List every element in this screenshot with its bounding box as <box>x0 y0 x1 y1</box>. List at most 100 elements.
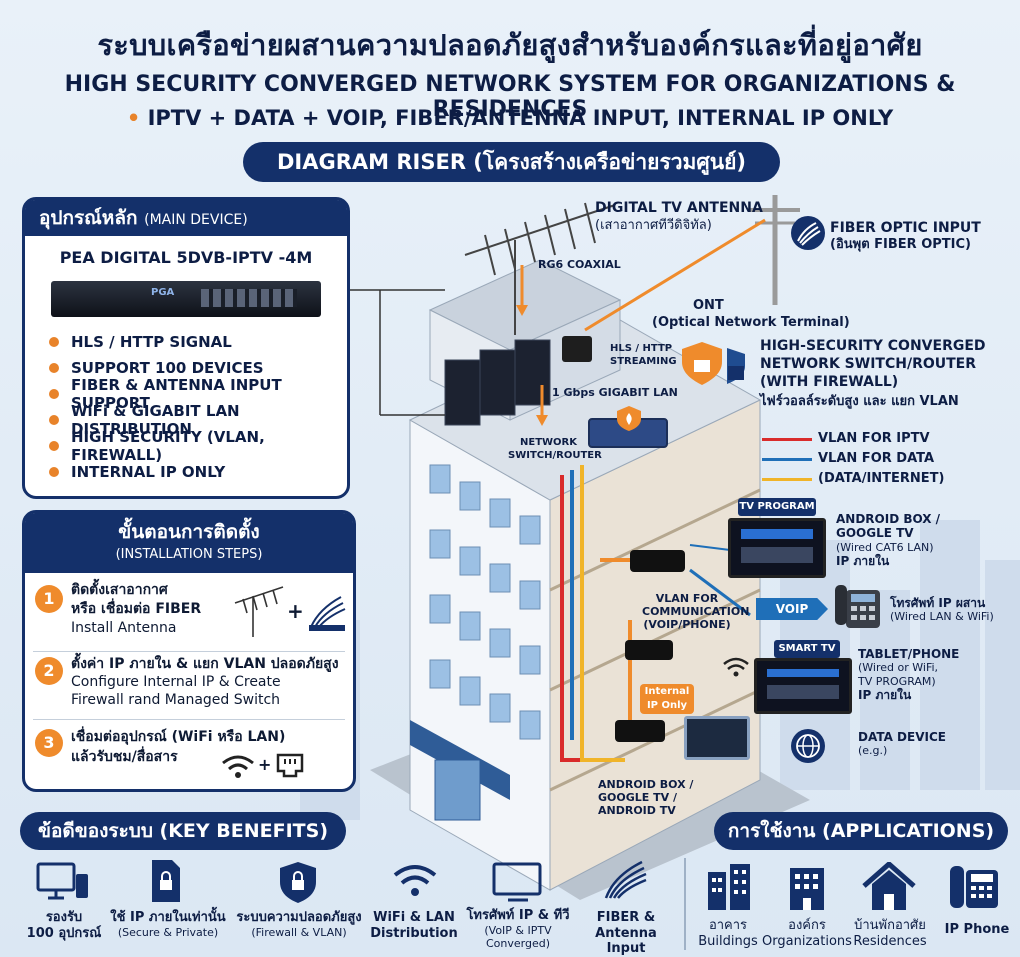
android-box-label: ANDROID BOX / GOOGLE TV (Wired CAT6 LAN)… <box>836 512 940 568</box>
step-divider <box>33 719 345 720</box>
title-english: HIGH SECURITY CONVERGED NETWORK SYSTEM F… <box>64 72 956 122</box>
phone-label: โทรศัพท์ IP ผสาน (Wired LAN & WiFi) <box>890 596 994 624</box>
vlan-comm-line-2: COMMUNICATION <box>642 605 750 619</box>
plus-sign-2: + <box>258 755 272 774</box>
step-1: 1 <box>35 585 63 613</box>
rg6-label: RG6 COAXIAL <box>538 258 621 271</box>
wifi-icon-diagram <box>723 657 749 677</box>
smart-tv-screen <box>754 658 852 714</box>
step-1-text: ติดตั้งเสาอากาศ หรือ เชื่อมต่อ FIBER Ins… <box>71 582 202 636</box>
antenna-label: DIGITAL TV ANTENNA <box>595 200 763 216</box>
internal-ip-line-1: Internal <box>644 686 690 697</box>
security-shield-icon <box>682 342 745 385</box>
fiber-small-icon <box>309 596 346 631</box>
subtitle: • IPTV + DATA + VOIP, FIBER/ANTENNA INPU… <box>0 106 1020 130</box>
smart-tv-badge: SMART TV <box>774 640 840 658</box>
vlan-iptv-swatch <box>762 438 812 441</box>
main-device-heading-th: อุปกรณ์หลัก <box>39 207 138 229</box>
fiber-optic-icon <box>791 216 825 250</box>
tablet-label-2: (Wired or WiFi, <box>858 661 939 675</box>
shield-lock-icon <box>280 862 316 903</box>
vlan-comm-label: VLAN FOR COMMUNICATION (VOIP/PHONE) <box>642 592 750 632</box>
vlan-iptv-label: VLAN FOR IPTV <box>818 431 930 446</box>
main-device-heading: อุปกรณ์หลัก (MAIN DEVICE) <box>25 200 347 236</box>
feature-item: FIBER & ANTENNA INPUT SUPPORT <box>49 376 347 412</box>
ip-phone-app-icon <box>950 866 998 908</box>
settop-box-floor1 <box>630 550 685 572</box>
switch-title-3: (WITH FIREWALL) <box>760 374 899 390</box>
vlan-comm-line-1: VLAN FOR <box>655 592 719 605</box>
ont-label: ONT <box>693 298 724 313</box>
ont-full-label: (Optical Network Terminal) <box>652 315 850 330</box>
bottom-box-line-3: ANDROID TV <box>598 804 676 818</box>
organization-icon <box>790 868 824 910</box>
gigabit-label: 1 Gbps GIGABIT LAN <box>552 386 678 399</box>
vlan-internet-swatch <box>762 478 812 481</box>
devices-icon <box>36 862 88 900</box>
benefit-item: FIBER &Antenna Input <box>595 910 657 957</box>
switch-title-th: ไฟร์วอลล์ระดับสูง และ แยก VLAN <box>760 394 959 409</box>
step-number: 3 <box>35 729 63 757</box>
installation-heading: ขั้นตอนการติดตั้ง (INSTALLATION STEPS) <box>25 513 353 573</box>
feature-item: SUPPORT 100 DEVICES <box>49 355 347 381</box>
lan-port-icon <box>276 753 304 778</box>
network-switch-label-1: NETWORK <box>520 437 578 448</box>
device-image: PGA <box>51 281 321 317</box>
vlan-comm-line-3: (VOIP/PHONE) <box>643 618 731 632</box>
bottom-box-line-2: GOOGLE TV / <box>598 791 677 805</box>
application-item: IP Phone <box>944 922 1010 937</box>
firewall-icon <box>617 406 641 431</box>
benefit-item: ใช้ IP ภายในเท่านั้น(Secure & Private) <box>110 910 226 939</box>
subtitle-text: IPTV + DATA + VOIP, FIBER/ANTENNA INPUT,… <box>147 106 894 130</box>
switch-title-2: NETWORK SWITCH/ROUTER <box>760 356 977 372</box>
android-box-line-1: ANDROID BOX / <box>836 512 941 526</box>
wifi-benefit-icon <box>393 865 437 896</box>
monitor-device <box>684 716 750 760</box>
tv-program-badge: TV PROGRAM <box>738 498 816 516</box>
switch-title-1: HIGH-SECURITY CONVERGED <box>760 338 986 354</box>
antenna-label-th: (เสาอากาศทีวีดิจิทัล) <box>595 218 712 233</box>
feature-item: HLS / HTTP SIGNAL <box>49 329 347 355</box>
step-divider <box>33 651 345 652</box>
title-thai: ระบบเครือข่ายผสานความปลอดภัยสูงสำหรับองค… <box>97 28 923 62</box>
buildings-icon <box>708 864 750 910</box>
phone-label-1: โทรศัพท์ IP ผสาน <box>890 596 986 610</box>
data-device-label: DATA DEVICE (e.g.) <box>858 730 946 758</box>
device-model: PEA DIGITAL 5DVB-IPTV -4M <box>59 248 313 267</box>
vlan-data-swatch <box>762 458 812 461</box>
antenna-small-icon <box>234 586 284 637</box>
globe-icon <box>791 729 825 763</box>
subtitle-bullet: • <box>126 106 141 130</box>
ont-device <box>562 336 592 362</box>
device-brand: PGA <box>151 287 175 298</box>
plus-sign: + <box>287 599 304 623</box>
house-icon <box>862 862 916 910</box>
android-box-line-3: (Wired CAT6 LAN) <box>836 540 934 554</box>
feature-item: INTERNAL IP ONLY <box>49 459 347 485</box>
android-box-line-2: GOOGLE TV <box>836 526 914 541</box>
benefit-item: ระบบความปลอดภัยสูง(Firewall & VLAN) <box>236 910 362 939</box>
voip-arrow: VOIP <box>756 598 828 620</box>
internal-ip-badge: Internal IP Only <box>640 684 694 714</box>
benefits-heading: ข้อดีของระบบ (KEY BENEFITS) <box>20 812 346 850</box>
fiber-benefit-icon <box>604 860 647 899</box>
step-number: 2 <box>35 657 63 685</box>
antenna-icon <box>464 202 616 335</box>
feature-item: WiFi & GIGABIT LAN DISTRIBUTION <box>49 402 347 438</box>
network-switch-label-2: SWITCH/ROUTER <box>508 450 602 461</box>
data-device-line-2: (e.g.) <box>858 744 888 758</box>
main-device-heading-en: (MAIN DEVICE) <box>144 212 248 228</box>
step-2-text: ตั้งค่า IP ภายใน & แยก VLAN ปลอดภัยสูง C… <box>71 656 339 708</box>
installation-heading-en: (INSTALLATION STEPS) <box>115 547 263 562</box>
tablet-label: TABLET/PHONE (Wired or WiFi, TV PROGRAM)… <box>858 647 959 702</box>
section-divider <box>684 858 686 950</box>
fiber-input-label-th: (อินพุต FIBER OPTIC) <box>830 237 971 252</box>
vlan-data-label: VLAN FOR DATA <box>818 451 935 466</box>
settop-box-floor3 <box>615 720 665 742</box>
feature-list: HLS / HTTP SIGNAL SUPPORT 100 DEVICES FI… <box>25 317 347 485</box>
internal-ip-line-2: IP Only <box>646 700 688 711</box>
